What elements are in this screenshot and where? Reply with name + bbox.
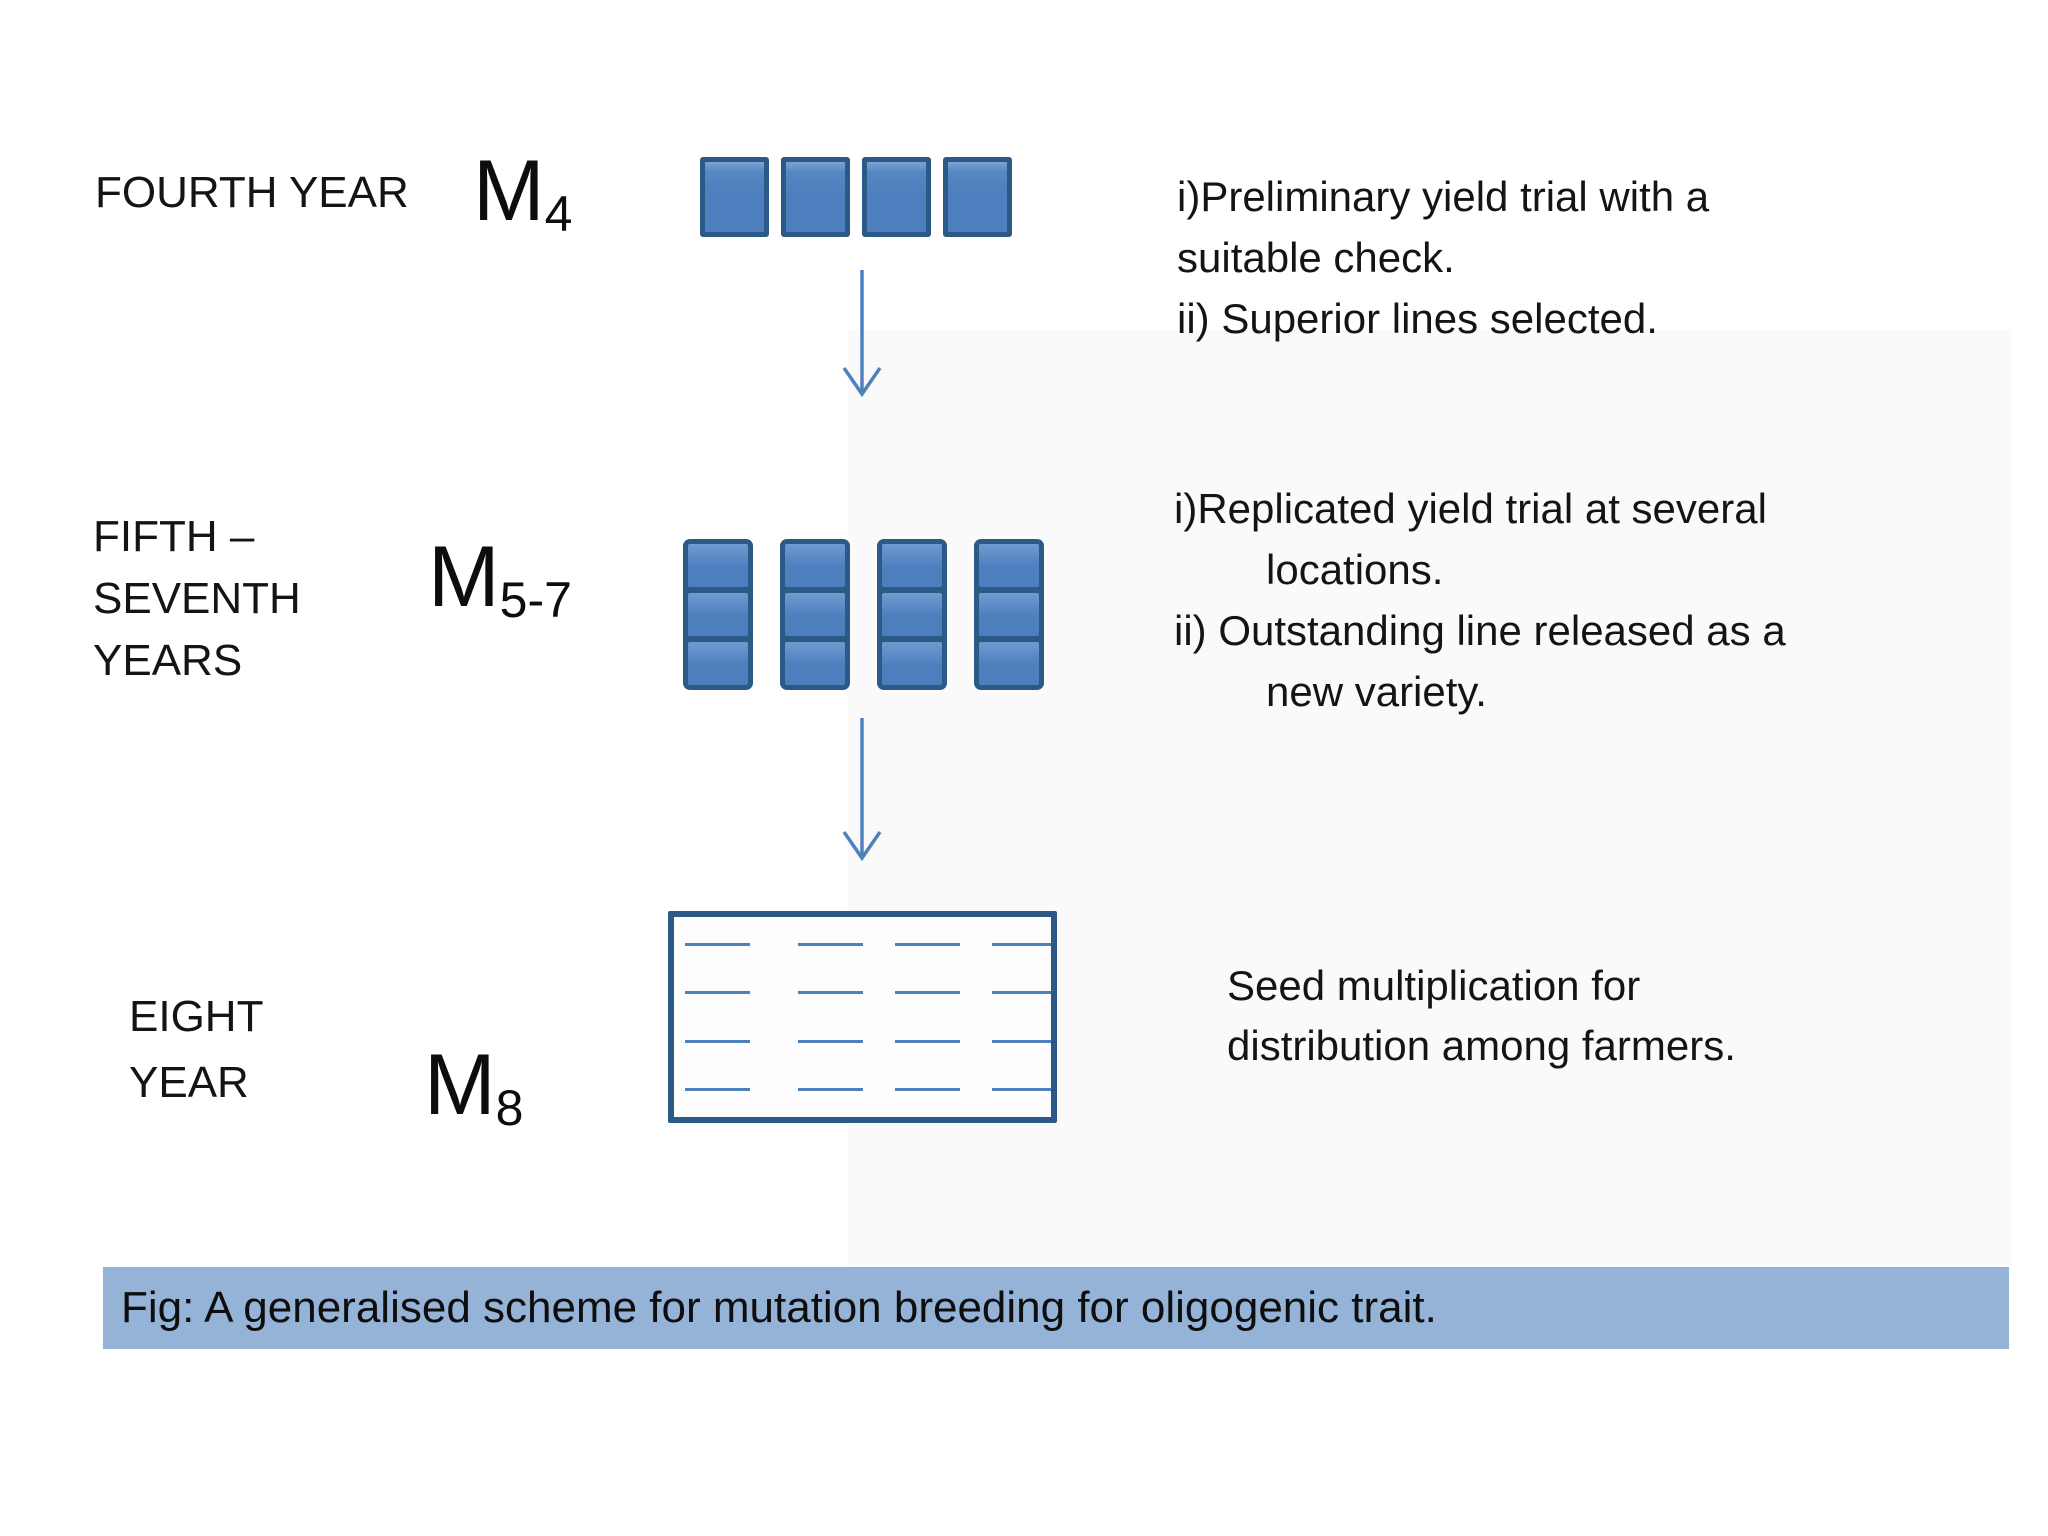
stage2-notes: i)Replicated yield trial at several loca… xyxy=(1174,478,1786,722)
year-label-line: YEAR xyxy=(129,1058,249,1107)
seed-row-dash xyxy=(798,1088,863,1091)
year-label-line: SEVENTH xyxy=(93,574,301,623)
plot-cell xyxy=(979,544,1039,587)
note-line: locations. xyxy=(1266,546,1444,593)
note-line: new variety. xyxy=(1266,668,1487,715)
seed-row-dash xyxy=(895,1040,960,1043)
stage3-notes: Seed multiplication for distribution amo… xyxy=(1227,956,1736,1076)
note-line: ii) Superior lines selected. xyxy=(1177,295,1658,342)
note-line: distribution among farmers. xyxy=(1227,1022,1736,1069)
plot-square xyxy=(862,157,931,237)
plot-cell xyxy=(785,593,845,636)
down-arrow-icon xyxy=(842,270,882,398)
plot-column xyxy=(683,539,753,690)
stage1-year-label: FOURTH YEAR xyxy=(95,162,409,224)
generation-letter: M xyxy=(473,143,545,239)
plot-column xyxy=(780,539,850,690)
seed-row-dash xyxy=(685,943,750,946)
stage2-year-label: FIFTH – SEVENTH YEARS xyxy=(93,506,301,692)
stage3-generation-label: M8 xyxy=(424,1042,523,1133)
seed-row-dash xyxy=(685,991,750,994)
seed-row-dash xyxy=(685,1040,750,1043)
stage2-generation-label: M5-7 xyxy=(428,534,572,625)
seed-row-dash xyxy=(798,1040,863,1043)
seed-row-dash xyxy=(992,1088,1051,1091)
note-line: i)Replicated yield trial at several xyxy=(1174,485,1767,532)
down-arrow-icon xyxy=(842,718,882,862)
plot-square xyxy=(781,157,850,237)
seed-row-dash xyxy=(895,943,960,946)
seed-row-dash xyxy=(992,991,1051,994)
plot-column xyxy=(974,539,1044,690)
note-line: suitable check. xyxy=(1177,234,1455,281)
seed-multiplication-field xyxy=(668,911,1057,1123)
plot-square xyxy=(700,157,769,237)
generation-letter: M xyxy=(424,1037,496,1133)
plot-cell xyxy=(882,593,942,636)
seed-row-dash xyxy=(895,991,960,994)
seed-row-dash xyxy=(685,1088,750,1091)
plot-cell xyxy=(785,544,845,587)
year-label-line: YEARS xyxy=(93,636,243,685)
plot-cell xyxy=(979,642,1039,685)
note-line: Seed multiplication for xyxy=(1227,962,1641,1009)
seed-row-dash xyxy=(895,1088,960,1091)
note-line: i)Preliminary yield trial with a xyxy=(1177,173,1710,220)
generation-subscript: 5-7 xyxy=(499,572,572,628)
seed-row-dash xyxy=(798,943,863,946)
plot-cell xyxy=(688,593,748,636)
stage3-year-label: EIGHT YEAR xyxy=(129,984,263,1116)
year-label-line: FIFTH – xyxy=(93,512,255,561)
plot-cell xyxy=(979,593,1039,636)
plot-cell xyxy=(882,544,942,587)
plot-square xyxy=(943,157,1012,237)
plot-cell xyxy=(688,544,748,587)
seed-row-dash xyxy=(798,991,863,994)
year-label-line: EIGHT xyxy=(129,992,264,1041)
seed-row-dash xyxy=(992,943,1051,946)
stage1-plot-row xyxy=(700,157,1012,237)
generation-subscript: 8 xyxy=(495,1080,524,1136)
stage2-plot-grid xyxy=(683,539,1044,690)
stage1-generation-label: M4 xyxy=(473,148,572,239)
plot-cell xyxy=(688,642,748,685)
seed-row-dash xyxy=(992,1040,1051,1043)
generation-letter: M xyxy=(428,529,500,625)
generation-subscript: 4 xyxy=(544,186,573,242)
plot-cell xyxy=(882,642,942,685)
plot-cell xyxy=(785,642,845,685)
stage1-notes: i)Preliminary yield trial with a suitabl… xyxy=(1177,166,1709,349)
figure-caption-bar: Fig: A generalised scheme for mutation b… xyxy=(103,1267,2009,1349)
plot-column xyxy=(877,539,947,690)
background-panel xyxy=(848,330,2012,1265)
note-line: ii) Outstanding line released as a xyxy=(1174,607,1786,654)
figure-caption-text: Fig: A generalised scheme for mutation b… xyxy=(121,1283,1437,1332)
year-label-line: FOURTH YEAR xyxy=(95,168,409,217)
